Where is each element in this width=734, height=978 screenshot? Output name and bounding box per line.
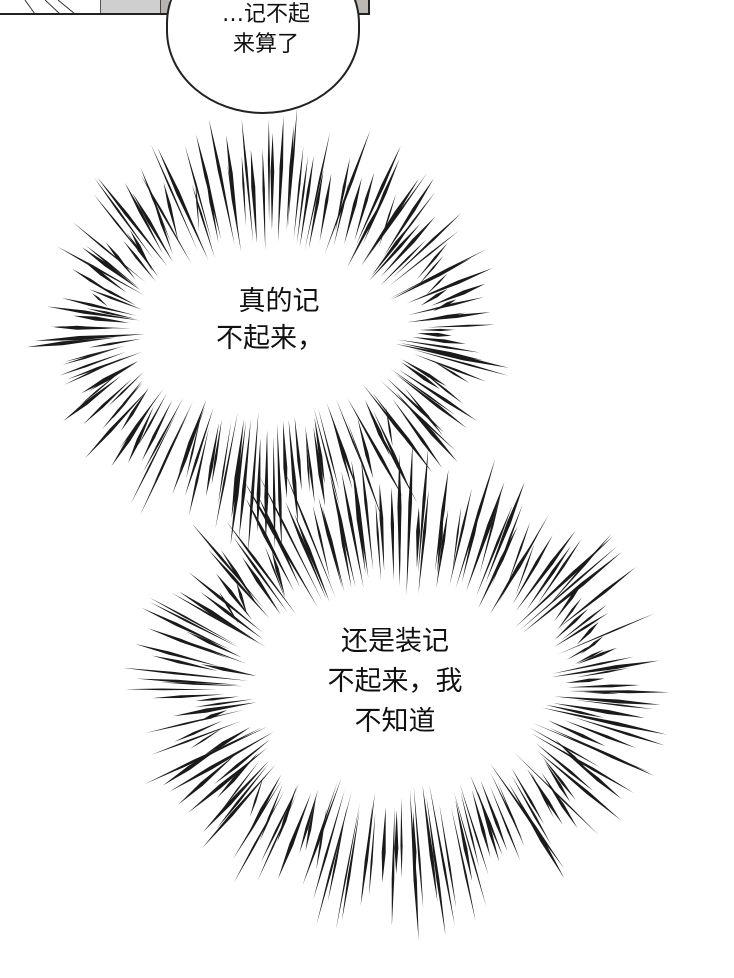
caption-1-line-2: 不起来，: [216, 323, 324, 354]
hatch-lines: [24, 0, 76, 14]
caption-1-line-1: 真的记: [238, 286, 320, 317]
burst-caption-1: 真的记 不起来，: [190, 283, 350, 357]
bubble-line-2: 来算了: [232, 32, 299, 57]
burst-caption-2: 还是装记 不起来，我 不知道: [290, 622, 500, 742]
caption-2-line-2: 不起来，我: [327, 666, 463, 697]
burst-2: [123, 442, 670, 941]
speech-bubble-text: …记不起 来算了: [196, 0, 336, 60]
caption-2-line-1: 还是装记: [341, 626, 449, 657]
caption-2-line-3: 不知道: [354, 706, 436, 737]
burst-1: [26, 106, 509, 554]
bubble-line-1: …记不起: [221, 2, 310, 27]
